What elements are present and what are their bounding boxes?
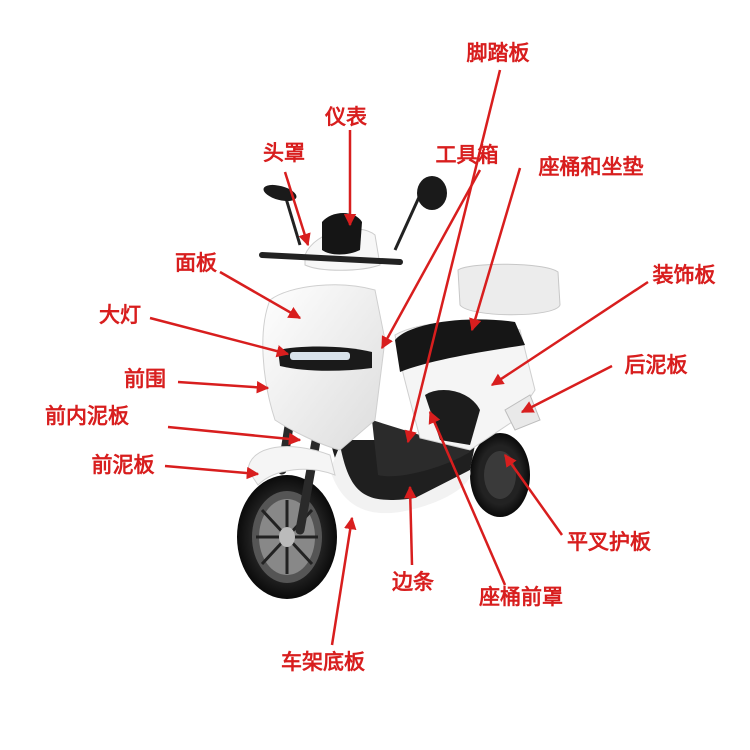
arrow-panel <box>219 270 302 320</box>
arrow-rear-fender <box>520 364 613 414</box>
arrow-seat-bucket <box>469 167 522 332</box>
label-seat-front-cover: 座桶前罩 <box>479 585 563 609</box>
arrow-fork-guard <box>503 453 564 536</box>
label-fork-guard: 平叉护板 <box>567 530 651 554</box>
label-front-inner-fender: 前内泥板 <box>45 404 129 428</box>
arrow-front-fender <box>164 464 260 480</box>
scooter-illustration <box>237 176 561 599</box>
label-headlight: 大灯 <box>99 303 141 327</box>
label-front-fairing: 前围 <box>124 367 166 391</box>
label-frame-bottom: 车架底板 <box>281 650 365 674</box>
leader-arrows <box>149 69 649 646</box>
arrow-seat-front-cover <box>428 410 507 586</box>
arrow-headlight <box>149 316 290 358</box>
label-side-strip: 边条 <box>392 570 434 594</box>
arrow-side-strip <box>404 485 417 566</box>
rear-wheel <box>470 433 530 517</box>
meter-shape <box>322 213 362 255</box>
front-fender-shape <box>247 446 336 486</box>
floorboard-shape <box>372 420 470 477</box>
arrow-front-fairing <box>177 380 270 394</box>
label-trim-panel: 装饰板 <box>652 263 716 287</box>
label-rear-fender: 后泥板 <box>624 353 688 377</box>
label-front-fender: 前泥板 <box>91 453 155 477</box>
label-toolbox: 工具箱 <box>435 143 499 167</box>
label-seat-bucket: 座桶和坐垫 <box>538 155 644 179</box>
label-meter: 仪表 <box>325 105 367 129</box>
arrow-trim-panel <box>490 280 649 387</box>
label-head-cover: 头罩 <box>263 141 305 165</box>
toolbox-shape <box>457 263 561 316</box>
arrow-toolbox <box>380 169 482 350</box>
label-pedal: 脚踏板 <box>466 41 530 65</box>
arrow-head-cover <box>283 171 311 247</box>
arrow-frame-bottom <box>330 516 357 646</box>
front-wheel <box>237 475 337 599</box>
arrow-front-inner-fender <box>167 425 302 446</box>
arrow-pedal <box>404 69 502 444</box>
label-panel: 面板 <box>175 251 217 275</box>
